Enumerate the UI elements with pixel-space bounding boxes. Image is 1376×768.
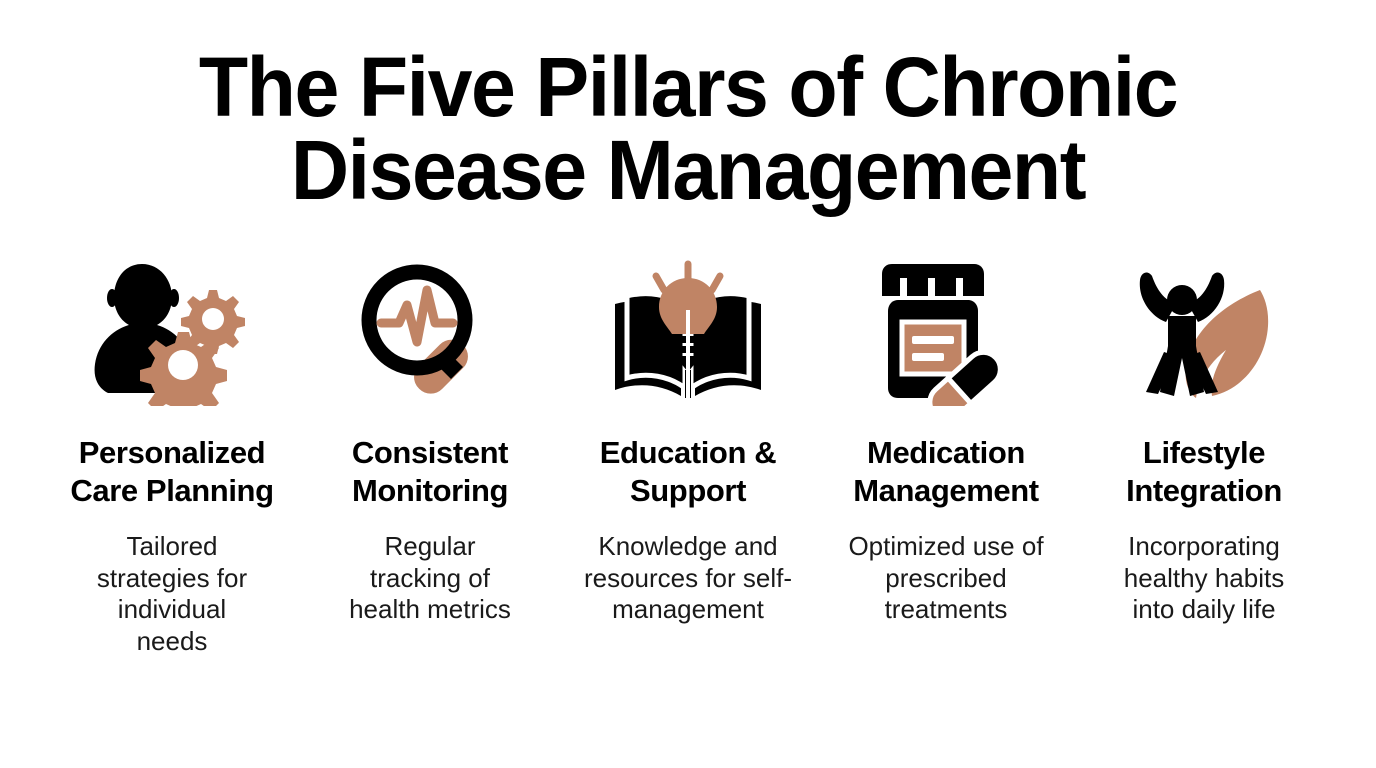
stretching-person-leaf-icon (1119, 258, 1289, 408)
pillar-description-3: Knowledge and resources for self-managem… (583, 530, 793, 625)
pillar-card-2: Consistent Monitoring Regular tracking o… (301, 258, 559, 626)
pillars-row: Personalized Care Planning Tailored stra… (0, 258, 1376, 658)
pillar-title-3: Education & Support (599, 435, 777, 509)
pillar-description-4: Optimized use of prescribed treatments (848, 530, 1044, 625)
magnifier-heartbeat-icon (345, 258, 515, 408)
pillar-card-1: Personalized Care Planning Tailored stra… (43, 258, 301, 658)
pillar-title-2: Consistent Monitoring (351, 435, 509, 509)
pillar-description-5: Incorporating healthy habits into daily … (1123, 530, 1285, 625)
person-with-gears-icon (87, 258, 257, 408)
page-title: The Five Pillars of Chronic Disease Mana… (198, 40, 1179, 218)
pillar-title-1: Personalized Care Planning (70, 435, 274, 509)
pillar-card-4: Medication Management Optimized use of p… (817, 258, 1075, 626)
pillar-card-5: Lifestyle Integration Incorporating heal… (1075, 258, 1333, 626)
pillar-title-5: Lifestyle Integration (1126, 435, 1282, 509)
pill-bottle-capsule-icon (861, 258, 1031, 408)
pillar-card-3: Education & Support Knowledge and resour… (559, 258, 817, 626)
pillar-title-4: Medication Management (853, 435, 1039, 509)
open-book-lightbulb-icon (603, 258, 773, 408)
pillar-description-1: Tailored strategies for individual needs (96, 530, 248, 657)
pillar-description-2: Regular tracking of health metrics (349, 530, 511, 625)
